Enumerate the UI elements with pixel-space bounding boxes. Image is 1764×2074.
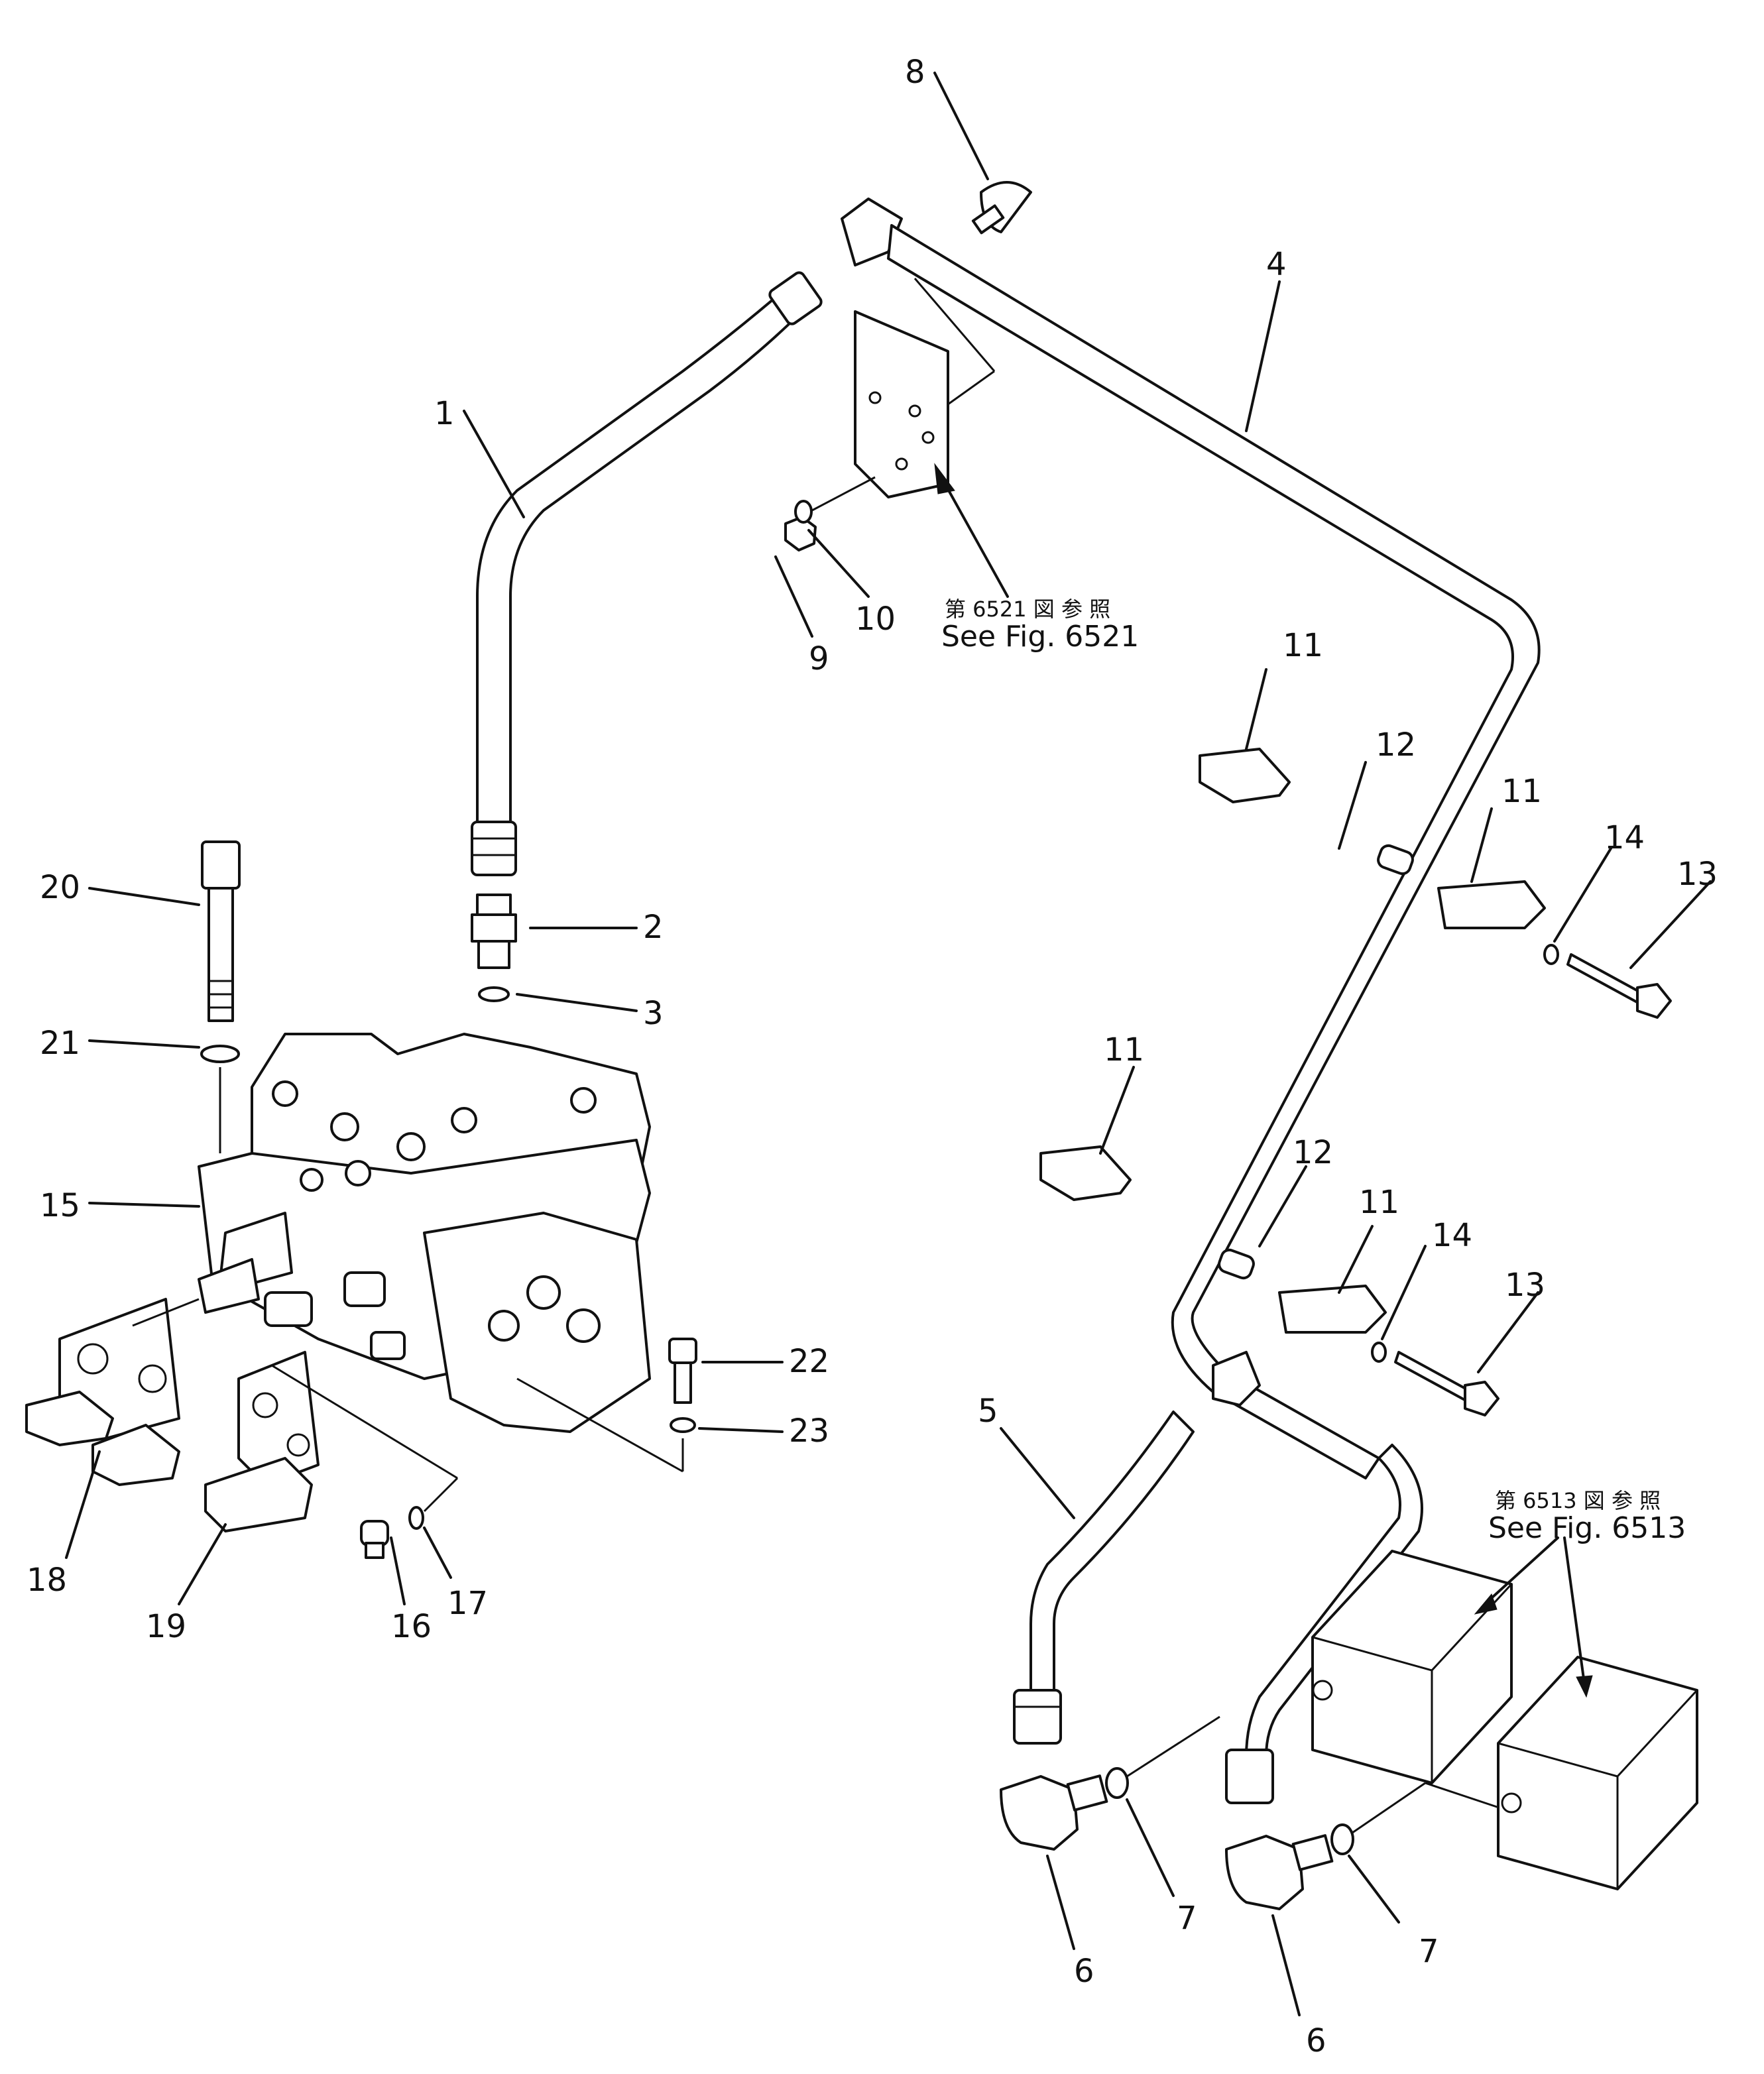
- label-part-6-right: 6: [1306, 2022, 1326, 2059]
- label-part-12-a: 12: [1376, 726, 1416, 764]
- label-part-11-b: 11: [1501, 773, 1542, 810]
- reference-fig-6513: 第 6513 図 参 照 See Fig. 6513: [1488, 1488, 1686, 1545]
- label-part-3: 3: [643, 995, 664, 1032]
- label-part-23: 23: [789, 1412, 829, 1450]
- label-part-21: 21: [40, 1025, 80, 1062]
- label-part-11-a: 11: [1283, 627, 1323, 664]
- tube-4: [841, 198, 1541, 1479]
- label-part-17: 17: [447, 1585, 488, 1622]
- hose-1: [471, 271, 823, 876]
- part-labels: 1 2 3 4 5 6 6 7 7 8 9 10 11 11 11 11 12 …: [27, 54, 1718, 2059]
- label-part-13-a: 13: [1677, 856, 1718, 893]
- clip-8: [971, 181, 1032, 235]
- label-part-22: 22: [789, 1343, 829, 1380]
- bracket-plate-6521: [854, 278, 996, 498]
- tube-right-branch: [1225, 1444, 1423, 1804]
- label-part-1: 1: [434, 395, 455, 432]
- label-part-11-d: 11: [1359, 1184, 1399, 1221]
- label-part-6-left: 6: [1074, 1953, 1094, 1990]
- bolt-22: [668, 1338, 697, 1404]
- label-part-7-left: 7: [1177, 1900, 1197, 1937]
- ref-6513-en: See Fig. 6513: [1488, 1511, 1686, 1545]
- ref-6521-en: See Fig. 6521: [941, 620, 1139, 654]
- label-part-18: 18: [27, 1562, 67, 1599]
- label-part-11-c: 11: [1104, 1031, 1144, 1068]
- bracket-18: [25, 1298, 180, 1486]
- label-part-16: 16: [391, 1608, 432, 1645]
- label-part-12-b: 12: [1293, 1134, 1333, 1171]
- reference-fig-6521: 第 6521 図 参 照 See Fig. 6521: [941, 597, 1139, 654]
- label-part-10: 10: [855, 601, 896, 638]
- ref-6521-jp: 第 6521 図 参 照: [945, 597, 1110, 622]
- washer-23: [670, 1417, 696, 1433]
- label-part-19: 19: [146, 1608, 186, 1645]
- o-ring-17: [408, 1506, 424, 1530]
- plug-16: [360, 1520, 389, 1559]
- label-part-13-b: 13: [1505, 1267, 1545, 1304]
- label-part-20: 20: [40, 869, 80, 906]
- label-part-5: 5: [978, 1393, 998, 1430]
- tube-5: [1013, 1411, 1195, 1745]
- label-part-9: 9: [809, 640, 829, 677]
- label-part-4: 4: [1266, 246, 1287, 283]
- tee-fitting: [1212, 1351, 1261, 1407]
- label-part-15: 15: [40, 1187, 80, 1224]
- label-part-8: 8: [905, 54, 925, 91]
- ref-6513-jp: 第 6513 図 参 照: [1495, 1488, 1661, 1513]
- adapter-2: [471, 893, 517, 969]
- o-ring-3: [478, 986, 510, 1002]
- valve-block-upper-6513: [1311, 1550, 1513, 1784]
- elbow-6-left: [1000, 1774, 1108, 1851]
- o-ring-7-left: [1105, 1767, 1129, 1799]
- washer-10: [794, 500, 813, 524]
- leader-lines: [65, 72, 1712, 2016]
- label-part-14-a: 14: [1604, 819, 1645, 856]
- elbow-6-right: [1225, 1834, 1334, 1910]
- clamp-set-lower: [1039, 1145, 1499, 1416]
- label-part-2: 2: [643, 909, 664, 946]
- label-part-14-b: 14: [1432, 1217, 1472, 1254]
- bracket-19: [204, 1351, 320, 1532]
- control-valve-assembly: [198, 1033, 651, 1433]
- label-part-7-right: 7: [1419, 1933, 1439, 1970]
- o-ring-7-right: [1330, 1823, 1354, 1855]
- valve-block-lower-6513: [1497, 1656, 1698, 1890]
- washer-21: [200, 1045, 240, 1063]
- bolt-20: [201, 840, 241, 1022]
- clamp-set-upper: [1199, 748, 1672, 1019]
